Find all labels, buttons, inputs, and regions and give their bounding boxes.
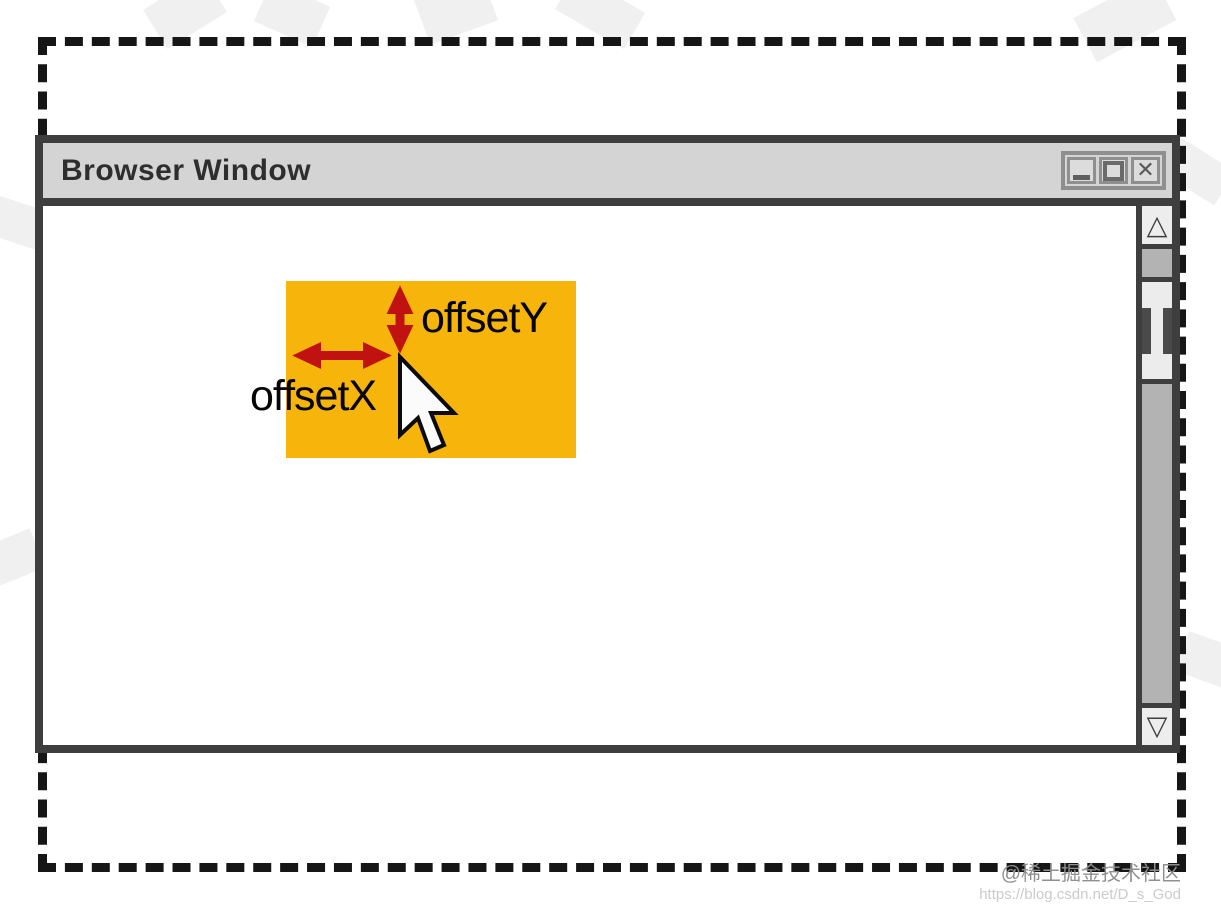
offset-diagram xyxy=(286,281,576,458)
scrollbar-thumb[interactable] xyxy=(1142,282,1172,384)
minimize-button[interactable] xyxy=(1067,157,1096,184)
watermark: @稀土掘金技术社区 https://blog.csdn.net/D_s_God xyxy=(979,862,1181,904)
watermark-community-text: @稀土掘金技术社区 xyxy=(1000,863,1181,885)
offset-y-label: offsetY xyxy=(421,294,548,342)
scroll-down-icon: ▽ xyxy=(1146,711,1168,742)
window-content: △ ▽ xyxy=(43,206,1172,745)
scroll-up-button[interactable]: △ xyxy=(1142,206,1172,249)
scrollbar-track-lower[interactable] xyxy=(1142,384,1172,703)
scrollbar-grip xyxy=(1163,307,1172,354)
maximize-icon xyxy=(1103,160,1124,181)
offset-x-label: offsetX xyxy=(250,372,377,420)
watermark-url-text: https://blog.csdn.net/D_s_God xyxy=(979,886,1181,903)
scroll-up-icon: △ xyxy=(1146,209,1168,241)
close-icon: ✕ xyxy=(1136,157,1155,183)
scroll-down-button[interactable]: ▽ xyxy=(1142,703,1172,745)
window-controls: ✕ xyxy=(1061,151,1166,190)
close-button[interactable]: ✕ xyxy=(1131,157,1160,184)
scrollbar-grip xyxy=(1142,307,1151,354)
maximize-button[interactable] xyxy=(1099,157,1128,184)
window-titlebar[interactable]: Browser Window ✕ xyxy=(43,143,1172,206)
mouse-pointer-icon xyxy=(398,352,459,454)
window-title: Browser Window xyxy=(61,153,312,187)
minimize-icon xyxy=(1073,175,1090,180)
vertical-scrollbar[interactable]: △ ▽ xyxy=(1136,206,1172,745)
browser-window: Browser Window ✕ △ xyxy=(35,135,1180,753)
scrollbar-track-upper[interactable] xyxy=(1142,249,1172,282)
